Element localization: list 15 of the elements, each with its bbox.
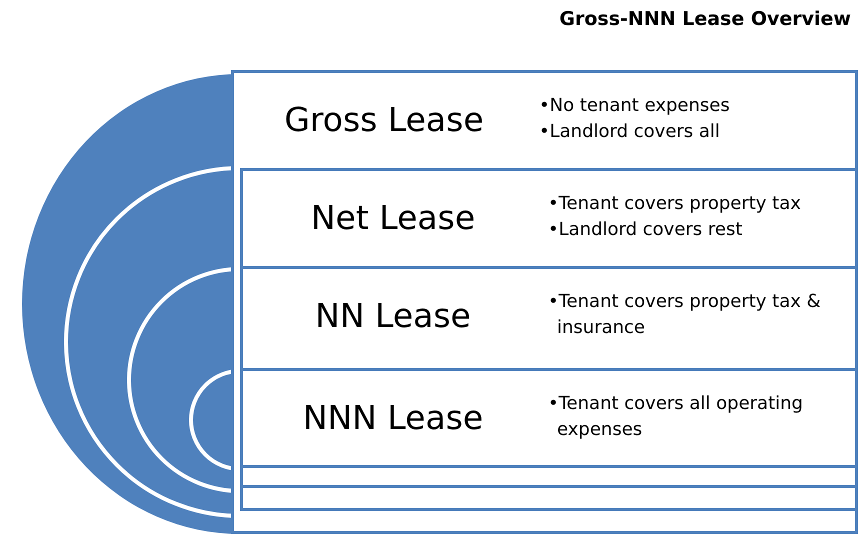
lease-box bbox=[240, 266, 858, 488]
lease-title: NN Lease bbox=[314, 296, 472, 336]
lease-box bbox=[240, 368, 858, 468]
bullet-item: •Landlord covers all bbox=[539, 120, 721, 144]
diagram-title: Gross-NNN Lease Overview bbox=[559, 8, 851, 30]
lease-box bbox=[240, 168, 858, 511]
bullet-item: •Tenant covers all operating expenses bbox=[548, 392, 804, 442]
lease-title: Gross Lease bbox=[283, 100, 485, 140]
lease-box bbox=[231, 70, 858, 534]
bullet-item: •Landlord covers rest bbox=[548, 218, 744, 242]
lease-title: NNN Lease bbox=[302, 398, 484, 438]
lease-title: Net Lease bbox=[310, 198, 476, 238]
bullet-item: •Tenant covers property tax & insurance bbox=[548, 290, 822, 340]
bullet-item: •Tenant covers property tax bbox=[548, 192, 802, 216]
bullet-item: •No tenant expenses bbox=[539, 94, 731, 118]
